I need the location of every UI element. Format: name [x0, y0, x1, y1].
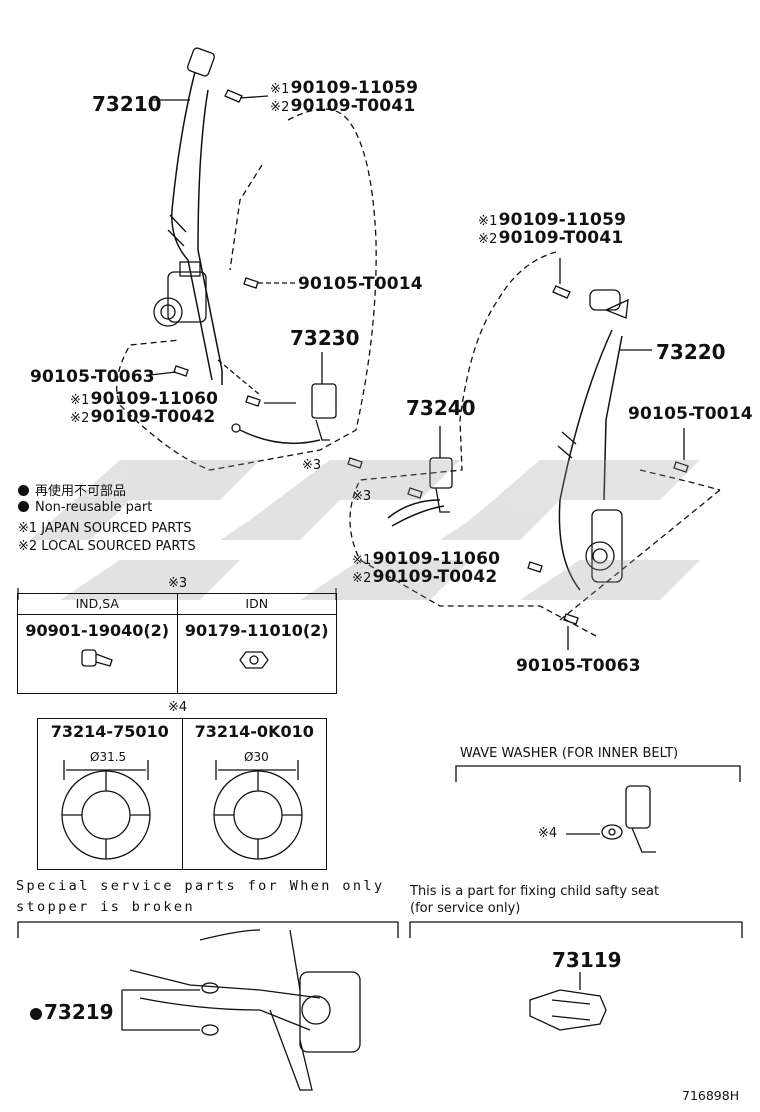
part-73230: 73230 [290, 326, 360, 350]
non-reusable-dot-icon [18, 501, 29, 512]
special-line2: stopper is broken [16, 899, 195, 915]
part-number: 90109-11059 [290, 78, 419, 98]
dim-30: Ø30 [244, 750, 269, 764]
part-number: 73219 [44, 1000, 114, 1024]
part-73240: 73240 [406, 396, 476, 420]
table3-col2-cell: 90179-11010(2) [176, 614, 337, 694]
non-reusable-dot-icon [18, 485, 29, 496]
part-number: 90109-11060 [90, 389, 219, 409]
non-reusable-dot-icon [30, 1008, 42, 1020]
right-seat-outline [349, 251, 597, 637]
mark-3-right: ※3 [352, 489, 372, 504]
bolt-top-left-japan: ※190109-11059 [270, 78, 418, 98]
stopper-illustration [121, 929, 361, 1091]
legend-jp: 再使用不可部品 [18, 480, 126, 499]
bolt-top-right-local: ※290109-T0041 [478, 228, 623, 248]
part-73220: 73220 [656, 340, 726, 364]
table4-col1-part: 73214-75010 [50, 722, 169, 741]
bolt-mid-left: 90105-T0014 [298, 274, 423, 294]
legend-text: Non-reusable part [35, 500, 153, 515]
mark-2: ※2 [478, 232, 498, 247]
legend-japan-sourced: ※1 JAPAN SOURCED PARTS [18, 521, 192, 536]
left-seat-outline [116, 108, 377, 471]
watermark-logo [30, 460, 700, 600]
special-line1: Special service parts for When only [16, 878, 385, 894]
part-number: 90109-T0041 [290, 96, 416, 116]
child-seat-line2: (for service only) [410, 901, 521, 916]
bolt-low-right-japan: ※190109-11060 [352, 549, 500, 569]
table4-col2-part: 73214-0K010 [194, 722, 314, 741]
right-retractor [585, 509, 623, 583]
left-belt-73210 [171, 71, 213, 381]
wave-washer-title: WAVE WASHER (FOR INNER BELT) [460, 746, 679, 761]
buckle-73230 [231, 352, 337, 445]
legend-text: 再使用不可部品 [35, 484, 127, 499]
table3-col2-part: 90179-11010(2) [184, 621, 329, 640]
bolt-low-left-japan: ※190109-11060 [70, 389, 218, 409]
table3-col1-part: 90901-19040(2) [25, 621, 170, 640]
bolt-icon [81, 649, 113, 667]
nut-icon [238, 651, 269, 669]
table3-col1-cell: 90901-19040(2) [17, 614, 178, 694]
bolt-low-left-local: ※290109-T0042 [70, 407, 215, 427]
part-number: 90109-T0042 [90, 407, 216, 427]
wave-washer-illustration [566, 785, 656, 853]
table3-col2-header-cell: IDN [176, 593, 337, 615]
wave-washer-mark: ※4 [538, 826, 558, 841]
mark-2: ※2 [270, 100, 290, 115]
mark-1: ※1 [352, 553, 372, 568]
child-seat-line1: This is a part for fixing child safty se… [410, 884, 660, 899]
left-retractor [153, 261, 207, 327]
dim-31-5: Ø31.5 [90, 750, 127, 764]
left-bolts [173, 89, 363, 469]
part-number: 90109-11060 [372, 549, 501, 569]
table4-mark: ※4 [168, 700, 188, 715]
part-73119: 73119 [552, 948, 622, 972]
part-number: 90109-11059 [498, 210, 627, 230]
mark-1: ※1 [478, 214, 498, 229]
mark-3-left: ※3 [302, 458, 322, 473]
table4: 73214-75010 73214-0K010 [37, 718, 327, 870]
table3-col2-header: IDN [245, 596, 269, 611]
right-belt-73220 [558, 329, 613, 591]
part-number: 90109-T0042 [372, 567, 498, 587]
table3: IND,SA IDN 90901-19040(2) 90179-11010(2) [17, 593, 337, 694]
mark-1: ※1 [270, 82, 290, 97]
table3-mark: ※3 [168, 576, 188, 591]
table4-col2-cell: 73214-0K010 [181, 718, 327, 870]
table3-col1-header-cell: IND,SA [17, 593, 178, 615]
table3-col1-header: IND,SA [75, 596, 119, 611]
buckle-73240 [387, 426, 453, 527]
child-seat-bracket-73119 [529, 972, 607, 1031]
mark-1: ※1 [70, 393, 90, 408]
table4-col1-cell: 73214-75010 [37, 718, 183, 870]
part-number: 90109-T0041 [498, 228, 624, 248]
bolt-top-left-local: ※290109-T0041 [270, 96, 415, 116]
part-73210: 73210 [92, 92, 162, 116]
right-bolts [407, 285, 689, 625]
diagram-code: 716898H [682, 1088, 740, 1103]
bolt-anchor-left: 90105-T0063 [30, 367, 155, 387]
legend-nonreusable: Non-reusable part [18, 500, 152, 515]
part-73219: 73219 [30, 1000, 114, 1024]
mark-2: ※2 [352, 571, 372, 586]
bolt-low-right-local: ※290109-T0042 [352, 567, 497, 587]
bolt-anchor-right: 90105-T0063 [516, 656, 641, 676]
bolt-mid-right: 90105-T0014 [628, 404, 753, 424]
legend-local-sourced: ※2 LOCAL SOURCED PARTS [18, 539, 196, 554]
bolt-top-right-japan: ※190109-11059 [478, 210, 626, 230]
mark-2: ※2 [70, 411, 90, 426]
